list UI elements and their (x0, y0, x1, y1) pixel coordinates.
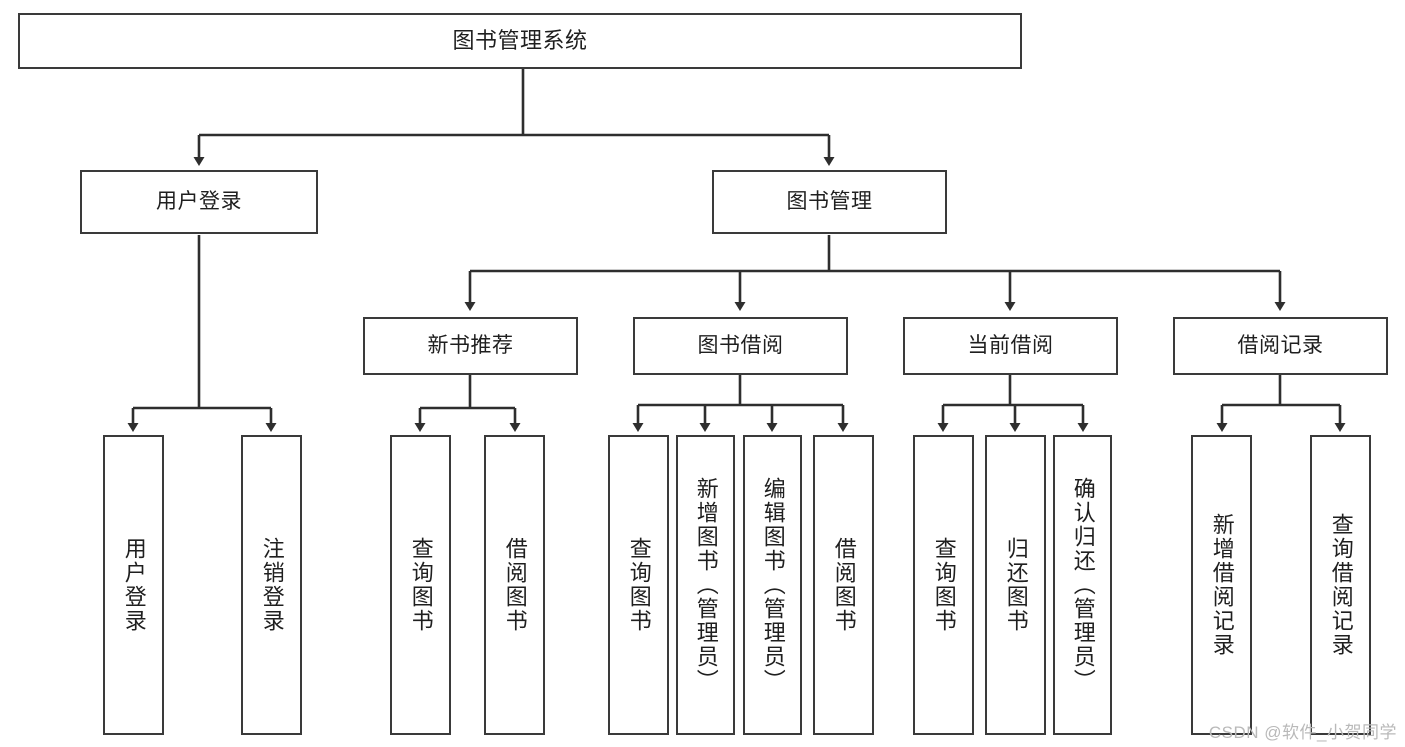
node-user-login[interactable]: 用户登录 (80, 170, 318, 234)
leaf-user-logout[interactable]: 注销登录 (241, 435, 302, 735)
node-label: 图书管理系统 (452, 28, 588, 54)
leaf-borrow-query-book[interactable]: 查询图书 (608, 435, 669, 735)
node-label: 图书管理 (786, 189, 873, 213)
leaf-borrow-borrow-book[interactable]: 借阅图书 (813, 435, 874, 735)
node-label: 编辑图书（管理员） (760, 477, 786, 693)
leaf-record-add-record[interactable]: 新增借阅记录 (1191, 435, 1252, 735)
node-label: 借阅图书 (831, 537, 857, 633)
node-label: 借阅图书 (502, 537, 528, 633)
node-borrow-record[interactable]: 借阅记录 (1173, 317, 1388, 375)
node-label: 用户登录 (156, 189, 242, 213)
node-label: 确认归还（管理员） (1070, 477, 1096, 693)
leaf-current-query-book[interactable]: 查询图书 (913, 435, 974, 735)
leaf-borrow-edit-book-admin[interactable]: 编辑图书（管理员） (743, 435, 802, 735)
leaf-recommend-borrow-book[interactable]: 借阅图书 (484, 435, 545, 735)
node-label: 用户登录 (121, 537, 147, 633)
leaf-record-query-record[interactable]: 查询借阅记录 (1310, 435, 1371, 735)
node-book-borrow[interactable]: 图书借阅 (633, 317, 848, 375)
node-label: 归还图书 (1003, 537, 1029, 633)
leaf-recommend-query-book[interactable]: 查询图书 (390, 435, 451, 735)
csdn-watermark: CSDN @软件_小贺同学 (1208, 723, 1397, 742)
node-label: 查询图书 (931, 537, 957, 633)
node-system-root[interactable]: 图书管理系统 (18, 13, 1022, 69)
node-book-management[interactable]: 图书管理 (712, 170, 947, 234)
node-label: 查询借阅记录 (1328, 513, 1354, 657)
node-label: 新增图书（管理员） (693, 477, 719, 693)
node-label: 查询图书 (408, 537, 434, 633)
node-label: 新书推荐 (427, 333, 514, 357)
node-current-borrow[interactable]: 当前借阅 (903, 317, 1118, 375)
leaf-borrow-add-book-admin[interactable]: 新增图书（管理员） (676, 435, 735, 735)
leaf-current-confirm-return-admin[interactable]: 确认归还（管理员） (1053, 435, 1112, 735)
leaf-user-login[interactable]: 用户登录 (103, 435, 164, 735)
node-label: 借阅记录 (1237, 333, 1324, 357)
node-label: 图书借阅 (697, 333, 784, 357)
leaf-current-return-book[interactable]: 归还图书 (985, 435, 1046, 735)
node-label: 新增借阅记录 (1209, 513, 1235, 657)
node-new-book-recommend[interactable]: 新书推荐 (363, 317, 578, 375)
node-label: 查询图书 (626, 537, 652, 633)
node-label: 当前借阅 (967, 333, 1054, 357)
node-label: 注销登录 (259, 537, 285, 633)
